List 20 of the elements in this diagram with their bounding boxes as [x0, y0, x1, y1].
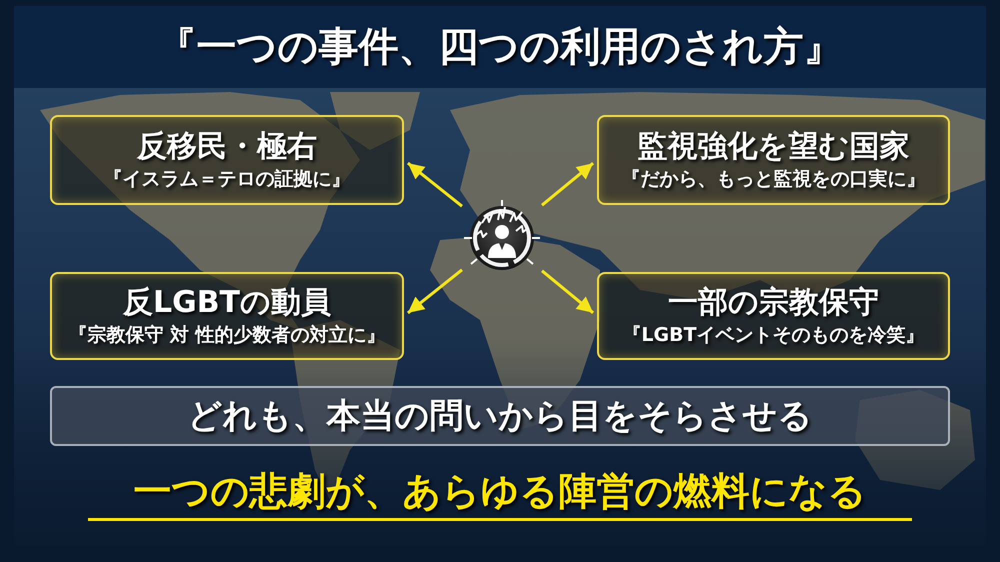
- underlined-tagline: 一つの悲劇が、あらゆる陣営の燃料になる: [88, 466, 912, 521]
- title: 『一つの事件、四つの利用のされ方』: [156, 23, 844, 71]
- message-bar: [50, 386, 950, 446]
- quote-text: 『LGBTイベントそのものを冷笑』: [622, 323, 925, 348]
- arrow: [541, 270, 594, 314]
- category-box: [597, 272, 950, 360]
- heading: 反移民・極右: [137, 128, 317, 166]
- arrow: [541, 162, 594, 206]
- category-box: [50, 272, 404, 360]
- quote-text: 『宗教保守 対 性的少数者の対立に』: [68, 323, 386, 348]
- category-box: [50, 115, 404, 205]
- heading: 監視強化を望む国家: [638, 128, 910, 166]
- heading: 反LGBTの動員: [122, 284, 332, 322]
- category-box: [597, 115, 950, 205]
- quote-text: 『イスラム＝テロの証拠に』: [104, 167, 350, 192]
- message-text: どれも、本当の問いから目をそらさせる: [188, 395, 812, 437]
- quote-text: 『だから、もっと監視をの口実に』: [622, 167, 926, 192]
- heading: 一部の宗教保守: [668, 284, 879, 322]
- arrow: [406, 162, 463, 208]
- arrow: [406, 268, 463, 314]
